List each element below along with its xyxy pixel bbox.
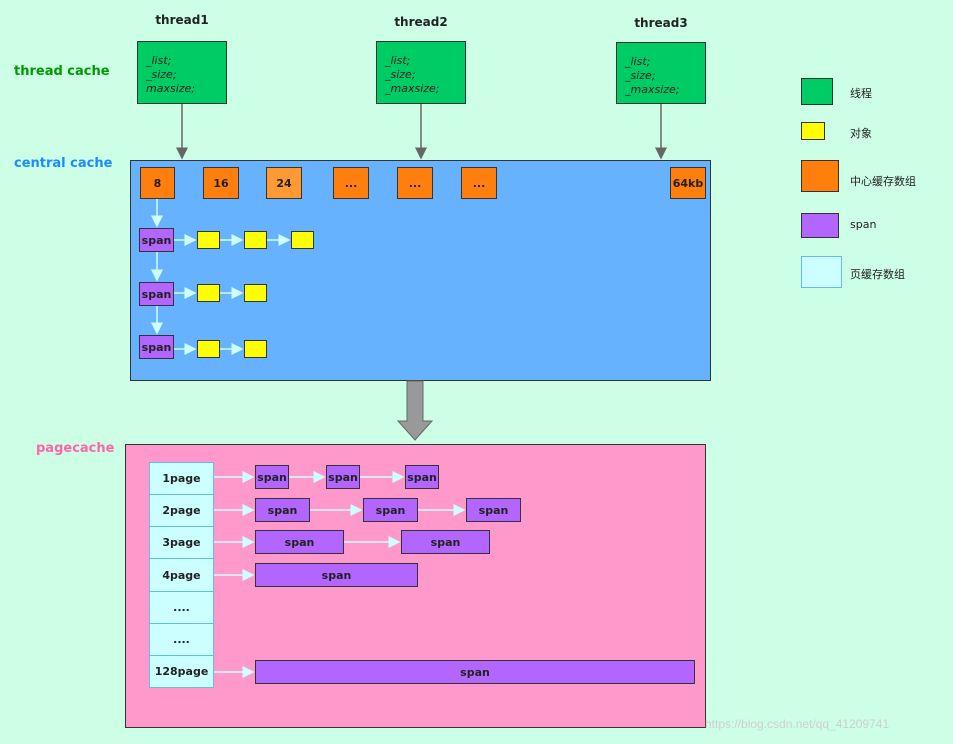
object-block [244, 231, 267, 249]
page-span: span [255, 660, 695, 684]
object-block [197, 231, 220, 249]
page-span: span [255, 498, 310, 522]
page-row-ellipsis: .... [149, 591, 214, 624]
object-block [244, 340, 267, 358]
legend-swatch-span [801, 213, 839, 238]
thread2-title: thread2 [394, 15, 448, 29]
watermark: https://blog.csdn.net/qq_41209741 [705, 717, 890, 731]
legend-label-central-array: 中心缓存数组 [850, 175, 916, 188]
central-slot-ellipsis: ... [397, 167, 433, 199]
legend-swatch-thread [801, 78, 833, 105]
pagecache-label: pagecache [36, 441, 115, 456]
thread2-field-maxsize: _maxsize; [385, 82, 440, 95]
page-row-128page: 128page [149, 655, 214, 688]
central-span: span [139, 282, 174, 306]
thread3-field-maxsize: _maxsize; [625, 83, 680, 96]
page-row-3page: 3page [149, 526, 214, 559]
central-slot-64kb: 64kb [670, 167, 706, 199]
legend-swatch-page-array [801, 256, 842, 288]
central-span: span [139, 335, 174, 359]
thread-cache-label: thread cache [14, 64, 110, 79]
object-block [291, 231, 314, 249]
page-span: span [326, 465, 360, 489]
central-cache-label: central cache [14, 156, 113, 171]
big-down-arrow [396, 380, 434, 441]
legend-label-object: 对象 [850, 127, 872, 140]
thread3-title: thread3 [634, 16, 688, 30]
object-block [244, 284, 267, 302]
page-span: span [401, 530, 490, 554]
legend-swatch-object [801, 122, 825, 140]
page-row-2page: 2page [149, 494, 214, 527]
central-slot-ellipsis: ... [461, 167, 497, 199]
central-slot-16: 16 [203, 167, 239, 199]
thread2-field-list: _list; [385, 54, 411, 67]
page-span: span [363, 498, 418, 522]
thread2-field-size: _size; [385, 68, 416, 81]
thread1-title: thread1 [155, 13, 209, 27]
legend-label-page-array: 页缓存数组 [850, 268, 905, 281]
thread1-field-list: _list; [146, 54, 172, 67]
legend-label-thread: 线程 [850, 87, 872, 100]
thread3-field-size: _size; [625, 69, 656, 82]
thread3-box: _list; _size; _maxsize; [616, 42, 706, 104]
page-span: span [405, 465, 439, 489]
object-block [197, 284, 220, 302]
page-span: span [466, 498, 521, 522]
central-slot-24: 24 [266, 167, 302, 199]
page-span: span [255, 530, 344, 554]
central-span: span [139, 228, 174, 252]
page-row-4page: 4page [149, 558, 214, 592]
page-row-1page: 1page [149, 462, 214, 495]
central-slot-8: 8 [140, 167, 175, 199]
page-span: span [255, 563, 418, 587]
legend-swatch-central-array [801, 160, 839, 192]
object-block [197, 340, 220, 358]
page-span: span [255, 465, 289, 489]
thread1-field-size: _size; [146, 68, 177, 81]
thread1-field-maxsize: maxsize; [146, 82, 196, 95]
thread2-box: _list; _size; _maxsize; [376, 41, 466, 104]
legend-label-span: span [850, 218, 877, 231]
page-row-ellipsis: .... [149, 623, 214, 656]
thread1-box: _list; _size; maxsize; [137, 41, 227, 104]
thread3-field-list: _list; [625, 55, 651, 68]
central-slot-ellipsis: ... [333, 167, 369, 199]
